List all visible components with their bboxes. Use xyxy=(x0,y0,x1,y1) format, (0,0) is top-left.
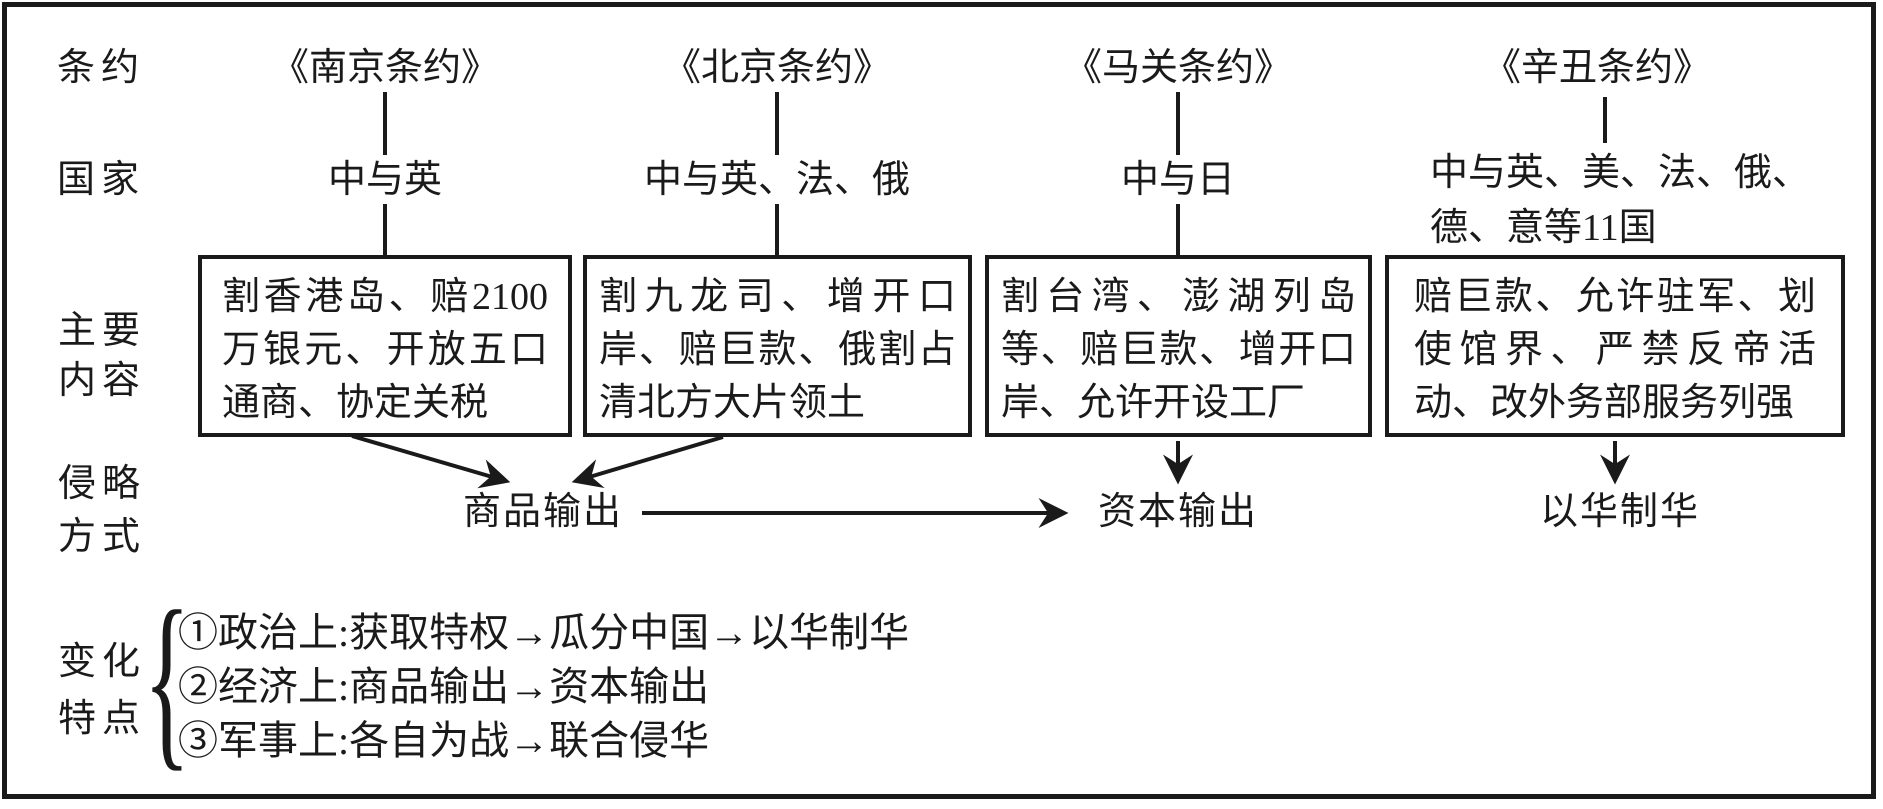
change-point-political: ①政治上:获取特权→瓜分中国→以华制华 xyxy=(178,610,910,655)
method-control-china: 以华制华 xyxy=(1539,491,1700,533)
change-points-list: ①政治上:获取特权→瓜分中国→以华制华 ②经济上:商品输出→资本输出 ③军事上:… xyxy=(178,606,909,768)
treaty-title-xinchou: 《辛丑条约》 xyxy=(1482,47,1711,89)
change-point-military: ③军事上:各自为战→联合侵华 xyxy=(178,718,710,763)
treaty-title-maguan: 《马关条约》 xyxy=(1063,47,1292,89)
row-label-main-content-line1: 主要 xyxy=(58,310,147,352)
row-label-invasion-line1: 侵略 xyxy=(58,463,147,505)
row-label-change-line1: 变化 xyxy=(58,641,147,683)
content-text-maguan: 割台湾、澎湖列岛等、赔巨款、增开口岸、允许开设工厂 xyxy=(1001,276,1356,424)
row-label-change-line2: 特点 xyxy=(58,698,147,740)
content-box-maguan: 割台湾、澎湖列岛等、赔巨款、增开口岸、允许开设工厂 xyxy=(985,255,1372,437)
content-box-beijing: 割九龙司、增开口岸、赔巨款、俄割占清北方大片领土 xyxy=(583,255,972,437)
method-commodity-export: 商品输出 xyxy=(462,491,623,533)
arrow-box1-commodity xyxy=(351,434,511,489)
row-label-change-features: 变化 特点 xyxy=(58,634,146,748)
country-nanjing: 中与英 xyxy=(327,159,442,201)
left-brace: { xyxy=(143,572,191,788)
row-label-treaty: 条约 xyxy=(57,47,146,89)
row-label-country: 国家 xyxy=(57,159,146,201)
content-box-nanjing: 割香港岛、赔2100万银元、开放五口通商、协定关税 xyxy=(198,255,572,437)
content-text-xinchou: 赔巨款、允许驻军、划使馆界、严禁反帝活动、改外务部服务列强 xyxy=(1414,276,1816,424)
country-beijing: 中与英、法、俄 xyxy=(643,159,910,201)
row-label-main-content-line2: 内容 xyxy=(58,360,147,402)
treaty-title-nanjing: 《南京条约》 xyxy=(270,47,499,89)
method-capital-export: 资本输出 xyxy=(1097,491,1258,533)
treaty-title-beijing: 《北京条约》 xyxy=(662,47,891,89)
country-xinchou: 中与英、美、法、俄、德、意等11国 xyxy=(1430,152,1811,249)
row-label-invasion-method: 侵略 方式 xyxy=(58,458,146,564)
country-maguan: 中与日 xyxy=(1120,159,1235,201)
arrow-box2-commodity xyxy=(571,435,724,489)
content-text-beijing: 割九龙司、增开口岸、赔巨款、俄割占清北方大片领土 xyxy=(599,276,956,424)
row-label-invasion-line2: 方式 xyxy=(58,516,147,558)
content-box-xinchou: 赔巨款、允许驻军、划使馆界、严禁反帝活动、改外务部服务列强 xyxy=(1385,255,1845,437)
content-text-nanjing: 割香港岛、赔2100万银元、开放五口通商、协定关税 xyxy=(222,276,548,424)
change-point-economic: ②经济上:商品输出→资本输出 xyxy=(178,664,710,709)
row-label-main-content: 主要 内容 xyxy=(58,306,146,406)
